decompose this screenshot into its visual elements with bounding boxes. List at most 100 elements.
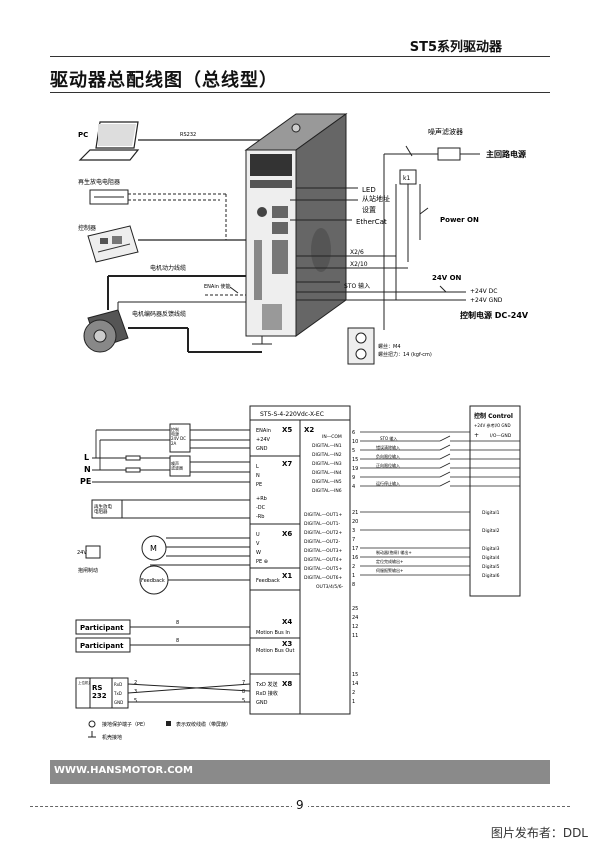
pin-num: 2 [352,690,355,696]
x8-pin-rxd: RxD 接收 [256,690,278,697]
pin-num: 2 [352,564,355,570]
pin-num: 15 [352,672,358,678]
x3-pin-bus-out: Motion Bus Out [256,648,294,654]
x1-pin-feedback: Feedback [256,578,280,584]
rs-num: 5 [134,698,137,704]
pin-num: 20 [352,519,358,525]
x2-in4: DIGITAL—IN4 [312,470,342,476]
x2-in5: DIGITAL—IN5 [312,479,342,485]
x8-num: 7 [242,680,245,686]
pin-num: 11 [352,633,358,639]
participant-1: Participant [80,624,124,632]
pin-num: 8 [352,582,355,588]
x7-pin-rb-minus: -Rb [256,514,264,520]
x2-in6: DIGITAL—IN6 [312,488,342,494]
out-func-alarm: 伺服报警输出+ [376,567,403,573]
x6-pin-v: V [256,541,260,547]
x2-out3-plus: DIGITAL—OUT3+ [304,548,343,554]
slave-addr-label-2: 设置 [362,205,376,214]
pin-num: 9 [352,475,355,481]
pin-num: 16 [352,555,358,561]
k1-label: k1 [403,175,410,182]
ctrl-plus: + [474,432,479,439]
v24-bottom-label: 24V [77,550,87,556]
power-on-label: Power ON [440,216,479,224]
x2-label: X2 [304,426,314,434]
page-number: 9 [292,798,308,812]
in-func-clear: 错误清除输入 [376,444,400,450]
drive-model: ST5-S-4-220Vdc-X-EC [260,411,324,418]
main-power-label: 主回路电源 [486,149,526,159]
x6-pin-u: U [256,532,260,538]
pin-num: 17 [352,546,358,552]
pin-num: 25 [352,606,358,612]
digital6-label: Digital6 [482,573,500,579]
legend-twisted: 表示双绞线缆（带屏蔽） [176,721,231,728]
ctrl-power-label: 控制电源 DC-24V [460,310,529,320]
rs-pin-txd: TxD [113,691,122,696]
x7-pin-dc-minus: -DC [256,505,266,511]
footer-bar [50,760,550,784]
screw-label: 螺丝：M4 [378,343,401,350]
controller-label: 控制器 [78,224,96,232]
x2-10-label: X2/10 [350,261,368,268]
pin-num: 6 [352,430,355,436]
feedback-label: Feedback [141,578,165,584]
sto-label: STO 输入 [344,282,370,290]
x8-num: 5 [242,698,245,704]
x2-6-label: X2/6 [350,249,364,256]
x5-pin-24v: +24V [256,437,271,443]
v24-gnd-label: +24V GND [470,297,503,304]
pin-num: 10 [352,439,358,445]
ddl-num-1: 8 [176,620,179,626]
controller-board-icon [87,225,139,263]
x6-pin-pe: PE ⊕ [256,559,268,565]
pin-num: 12 [352,624,358,630]
x1-label: X1 [282,572,292,580]
v24-dc-label: +24V DC [470,288,497,295]
line-n: N [84,465,91,474]
line-pe: PE [80,477,91,486]
regen-label: 再生放电电阻器 [78,178,120,186]
x2-in1: DIGITAL—IN1 [312,443,342,449]
ctrl-box-title: 控制 Control [474,412,513,420]
x4-label: X4 [282,618,292,626]
out-func-inpos: 定位完成输出+ [376,558,403,564]
slave-addr-label-1: 从站地址 [362,194,390,203]
x5-pin-gnd: GND [256,446,268,452]
pin-num: 19 [352,466,358,472]
x7-label: X7 [282,460,292,468]
regen-bottom-label: 再生放电电阻器 [94,503,112,515]
x8-label: X8 [282,680,292,688]
noise-filter-bottom: 噪声滤波器 [171,460,183,471]
digital3-label: Digital3 [482,546,500,552]
in-func-pos-limit: 正向限位输入 [376,462,400,468]
pc-comm-label: 上位机通讯 [78,680,96,685]
rs-pin-rxd: RxD [114,682,122,687]
pin-num: 21 [352,510,358,516]
x3-label: X3 [282,640,292,648]
header-title: ST5系列驱动器 [409,40,502,55]
x8-pin-gnd: GND [256,700,268,706]
servo-drive-icon [244,113,348,337]
led-label: LED [362,186,376,194]
footer-url: WWW.HANSMOTOR.COM [54,765,194,776]
ctrl-box-sub: +24V 参考I/O GND [474,422,511,428]
v24-on-label: 24V ON [432,274,462,282]
legend-pe: 接地保护端子（PE） [102,721,148,728]
x4-pin-bus-in: Motion Bus In [256,630,290,636]
brake-label: 抱闸制动 [78,567,98,574]
x5-label: X5 [282,426,292,434]
x2-out6-plus: DIGITAL—OUT6+ [304,575,343,581]
in-func-neg-limit: 负向限位输入 [376,453,400,459]
pin-num: 1 [352,699,355,705]
x2-out1-plus: DIGITAL—OUT1+ [304,512,343,518]
x2-in3: DIGITAL—IN3 [312,461,342,467]
pin-num: 15 [352,457,358,463]
digital2-label: Digital2 [482,528,500,534]
ctrl-iognd: I/O—GND [490,433,512,439]
pin-num: 4 [352,484,355,490]
x7-pin-n: N [256,473,260,479]
x2-in2: DIGITAL—IN2 [312,452,342,458]
x7-pin-pe: PE [256,482,262,488]
